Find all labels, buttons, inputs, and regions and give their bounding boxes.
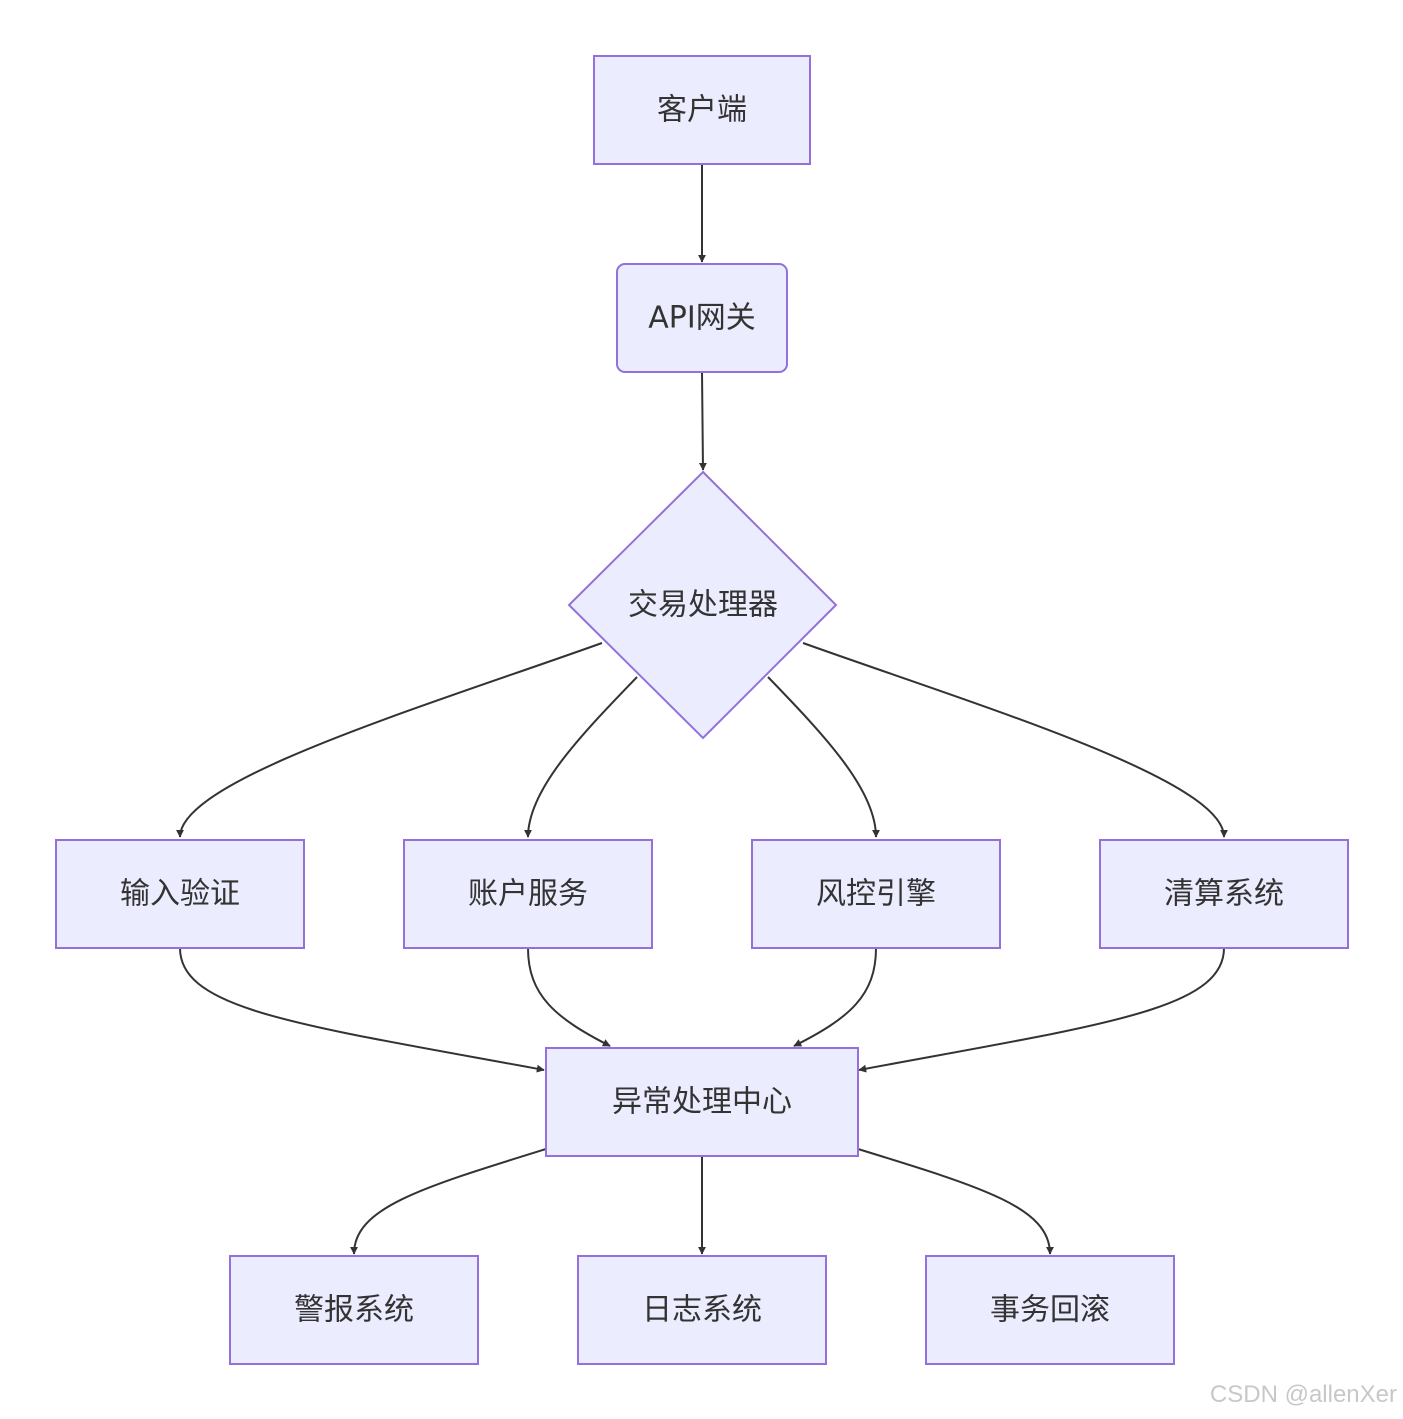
node-label: API网关: [648, 301, 755, 336]
edge-risk-engine-exception: [793, 947, 877, 1047]
edge-processor-account-service: [524, 676, 638, 838]
node-label: 客户端: [657, 93, 747, 128]
node-label: 警报系统: [294, 1293, 414, 1328]
edge-exception-tx-rollback: [857, 1148, 1054, 1255]
node-label: 清算系统: [1164, 877, 1284, 912]
edge-clearing-system-exception: [858, 947, 1225, 1073]
edge-processor-clearing-system: [802, 642, 1228, 838]
node-alert-system: 警报系统: [229, 1255, 479, 1365]
edge-processor-risk-engine: [767, 676, 880, 838]
edge-input-validation-exception: [179, 947, 545, 1073]
node-label: 风控引擎: [816, 877, 936, 912]
node-log-system: 日志系统: [577, 1255, 827, 1365]
node-client: 客户端: [593, 55, 811, 165]
edge-exception-alert-system: [350, 1148, 547, 1255]
edges: [176, 164, 1228, 1255]
node-label: 交易处理器: [628, 588, 778, 623]
node-input-validation: 输入验证: [55, 839, 305, 949]
node-label: 账户服务: [468, 877, 588, 912]
node-transaction-processor: 交易处理器: [567, 470, 838, 740]
watermark: CSDN @allenXer: [1209, 1381, 1397, 1408]
node-exception-center: 异常处理中心: [545, 1047, 859, 1157]
node-clearing-system: 清算系统: [1099, 839, 1349, 949]
node-transaction-rollback: 事务回滚: [925, 1255, 1175, 1365]
node-label: 异常处理中心: [612, 1085, 792, 1120]
node-risk-engine: 风控引擎: [751, 839, 1001, 949]
node-label: 日志系统: [642, 1293, 762, 1328]
edge-processor-input-validation: [176, 642, 603, 838]
node-label: 事务回滚: [990, 1293, 1110, 1328]
edge-gateway-processor: [698, 371, 707, 471]
node-label: 输入验证: [120, 877, 240, 912]
edge-account-service-exception: [527, 947, 611, 1047]
node-api-gateway: API网关: [616, 263, 788, 373]
node-account-service: 账户服务: [403, 839, 653, 949]
